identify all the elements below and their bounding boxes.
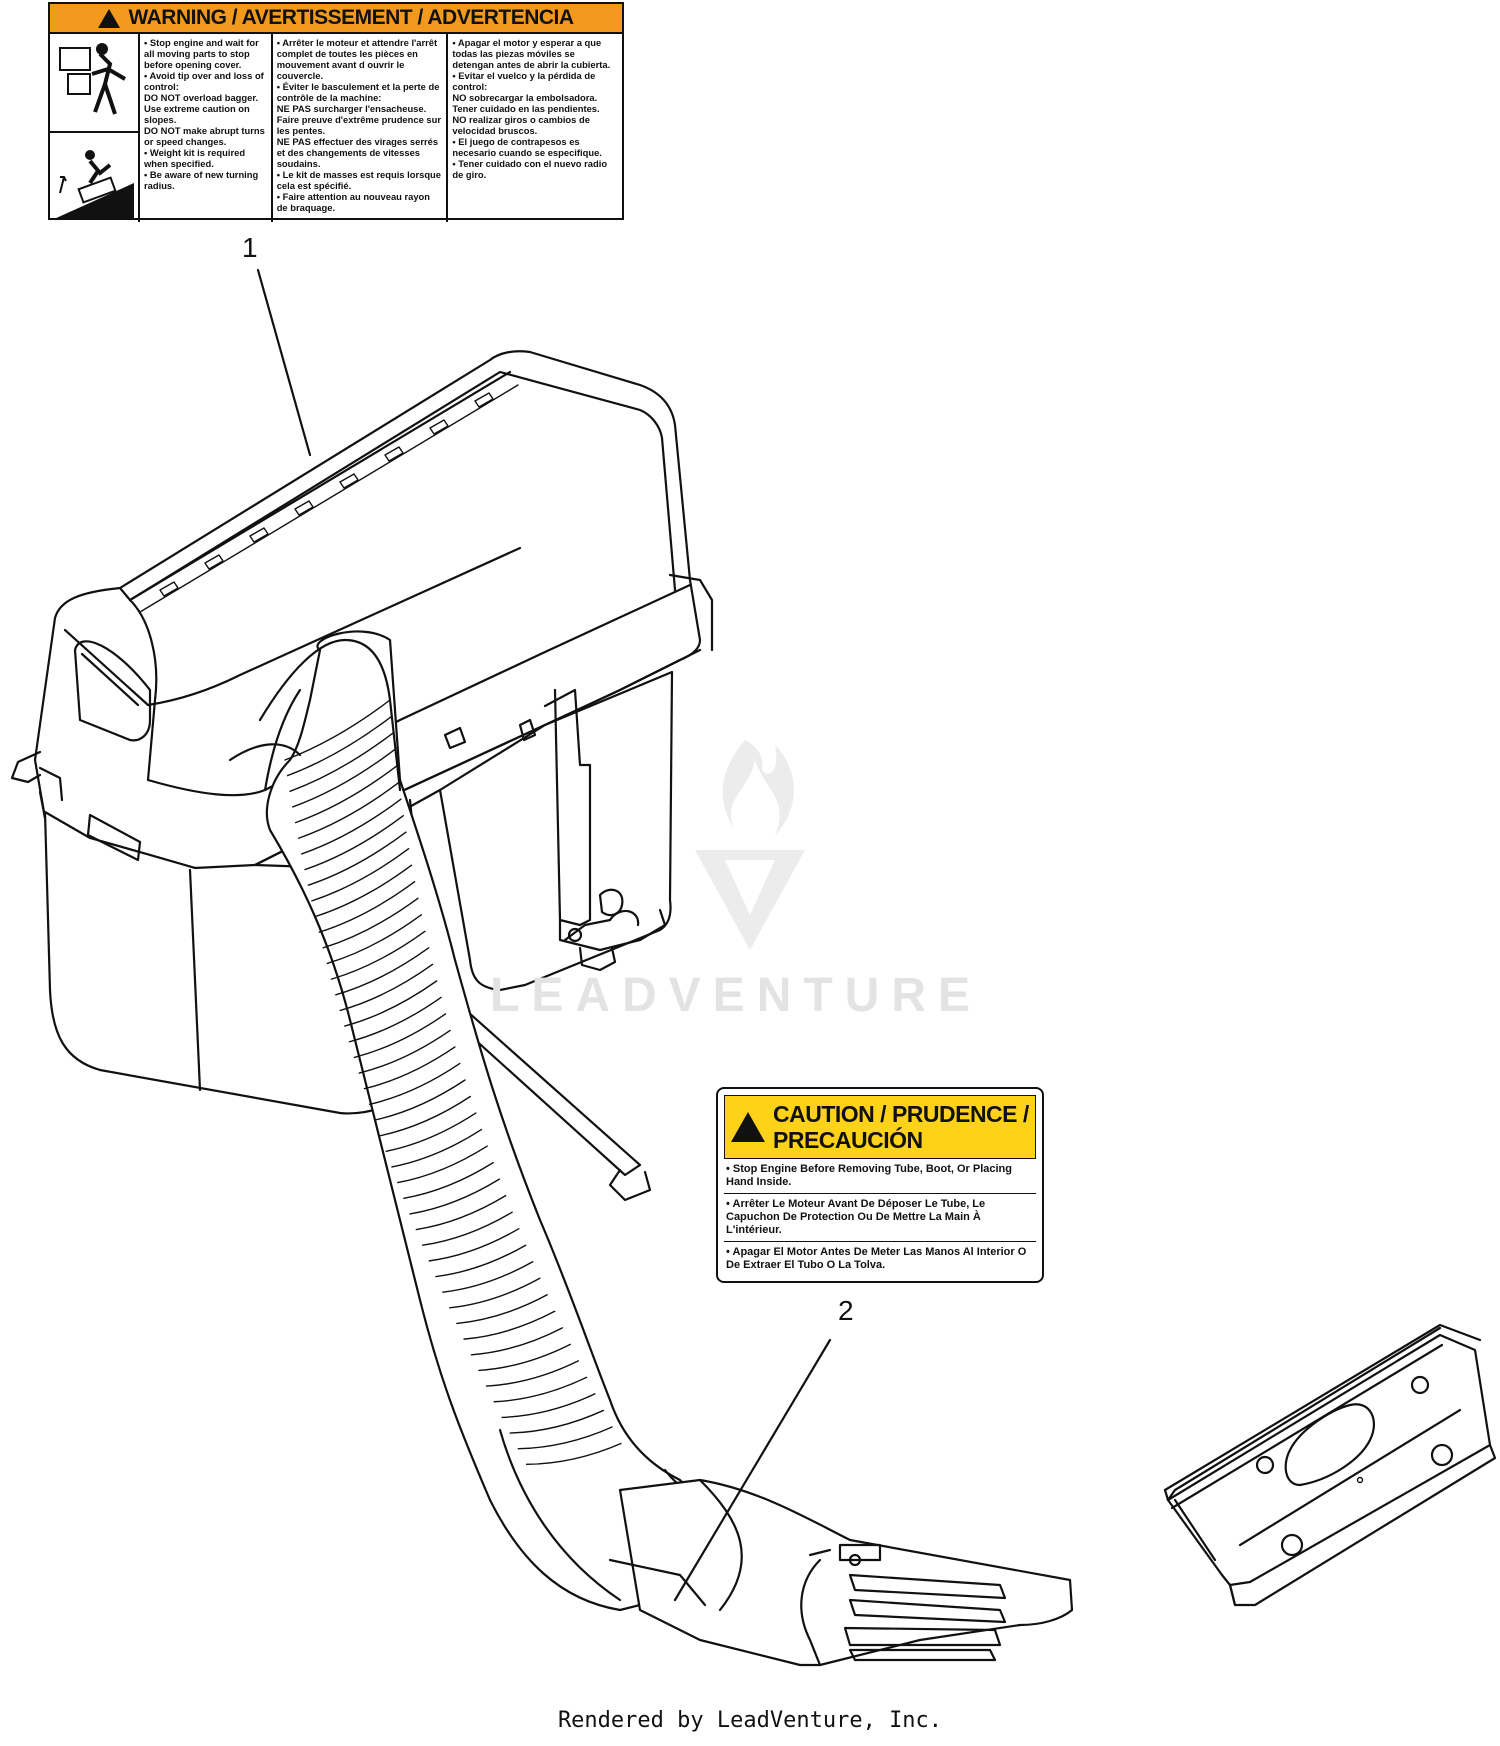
tube-rib [326,914,423,965]
warning-fr-line: NE PAS effectuer des virages serrés et d… [276,136,439,169]
tube-rib [294,765,398,824]
moving-parts-pictogram-icon [50,34,138,133]
footer-credit: Rendered by LeadVenture, Inc. [557,1708,943,1733]
warning-es-line: • Tener cuidado con el nuevo radio de gi… [452,158,608,180]
tube-rib [456,1294,548,1325]
warning-text-english: • Stop engine and wait for all moving pa… [140,34,273,222]
tube-rib [428,1228,520,1262]
tube-rib [397,1145,488,1184]
warning-decal-title: WARNING / AVERTISSEMENT / ADVERTENCIA [128,6,574,29]
tube-rib [501,1393,596,1419]
caution-line-english: • Stop Engine Before Removing Tube, Boot… [724,1159,1036,1194]
tube-rib [339,963,434,1012]
warning-fr-line: • Le kit de masses est requis lorsque ce… [276,169,441,191]
warning-fr-line: • Faire attention au nouveau rayon de br… [276,191,431,213]
tube-rib [403,1161,494,1199]
warning-en-line: • Stop engine and wait for all moving pa… [144,37,259,70]
warning-fr-line: • Arrêter le moteur et attendre l'arrêt … [276,37,438,81]
tube-rib [318,881,416,933]
warning-en-line: DO NOT make abrupt turns or speed change… [144,125,265,147]
tube-rib [358,1029,451,1074]
tube-rib [286,715,393,777]
warning-es-line: • El juego de contrapesos es necesario c… [452,136,602,158]
tube-rib [517,1426,613,1450]
discharge-boot [608,1478,1074,1667]
warning-es-line: NO realizar giros o cambios de velocidad… [452,114,590,136]
tube-rib [435,1244,527,1278]
callout-1: 1 [242,232,258,263]
tube-rib [289,732,394,793]
warning-fr-line: NE PAS surcharger l'ensacheuse. [276,103,427,114]
tube-rib [449,1277,541,1309]
tube-rib [525,1442,622,1466]
warning-text-french: • Arrêter le moteur et attendre l'arrêt … [273,34,449,222]
watermark-text: LEADVENTURE [490,969,983,1022]
caution-decal-title: CAUTION / PRUDENCE / PRECAUCIÓN [773,1101,1029,1153]
warning-decal: WARNING / AVERTISSEMENT / ADVERTENCIA [48,2,624,222]
warning-en-line: Use extreme caution on slopes. [144,103,250,125]
tube-rib [485,1360,579,1387]
tube-rib [304,814,404,871]
tube-rib [391,1128,483,1168]
caution-decal: CAUTION / PRUDENCE / PRECAUCIÓN • Stop E… [716,1087,1044,1283]
tip-over-pictogram-icon [50,133,138,230]
leader-line-1 [256,268,312,457]
tube-rib [348,996,442,1043]
warning-text-spanish: • Apagar el motor y esperar a que todas … [448,34,622,222]
tube-rib [478,1343,571,1372]
tube-rib [307,831,407,886]
tube-rib [314,864,413,918]
tube-rib [311,847,410,902]
tube-rib [335,947,430,996]
warning-decal-header: WARNING / AVERTISSEMENT / ADVERTENCIA [50,4,622,34]
warning-triangle-icon [98,8,121,28]
warning-es-line: NO sobrecargar la embolsadora. [452,92,598,103]
warning-es-line: • Evitar el vuelco y la pérdida de contr… [452,70,596,92]
chute-tube [228,630,722,1612]
tube-rib [463,1310,556,1340]
mounting-bracket [1163,1323,1497,1607]
tube-rib [330,930,426,980]
warning-en-line: • Weight kit is required when specified. [144,147,246,169]
warning-fr-line: • Éviter le basculement et la perte de c… [276,81,440,103]
caution-triangle-icon [731,1112,765,1142]
tube-rib [442,1261,534,1293]
tube-rib [301,798,402,855]
tube-rib [509,1409,605,1434]
tube-rib [470,1327,564,1356]
warning-es-line: • Apagar el motor y esperar a que todas … [452,37,611,70]
warning-fr-line: Faire preuve d'extrême prudence sur les … [276,114,441,136]
warning-en-line: DO NOT overload bagger. [144,92,259,103]
tube-rib [422,1211,513,1246]
tube-rib [344,980,438,1027]
tube-rib [363,1046,456,1090]
tube-rib [409,1178,501,1215]
callout-2: 2 [838,1295,854,1326]
tube-rib [353,1013,447,1059]
tube-rib [493,1376,588,1403]
tube-rib [379,1095,472,1137]
tube-rib [374,1079,466,1121]
caution-line-french: • Arrêter Le Moteur Avant De Déposer Le … [724,1194,1036,1242]
watermark-logo-icon [695,740,805,950]
caution-decal-header: CAUTION / PRUDENCE / PRECAUCIÓN [724,1095,1036,1159]
tube-rib [292,748,396,808]
tube-rib [297,781,400,839]
tube-rib [385,1112,477,1152]
leader-line-2 [673,1338,832,1602]
warning-es-line: Tener cuidado en las pendientes. [452,103,600,114]
warning-en-line: • Be aware of new turning radius. [144,169,259,191]
tube-rib [322,897,419,949]
tube-rib [368,1062,461,1106]
caution-line-spanish: • Apagar El Motor Antes De Meter Las Man… [726,1246,1027,1271]
tube-rib [415,1194,507,1231]
tube-rib [284,699,391,761]
warning-en-line: • Avoid tip over and loss of control: [144,70,264,92]
